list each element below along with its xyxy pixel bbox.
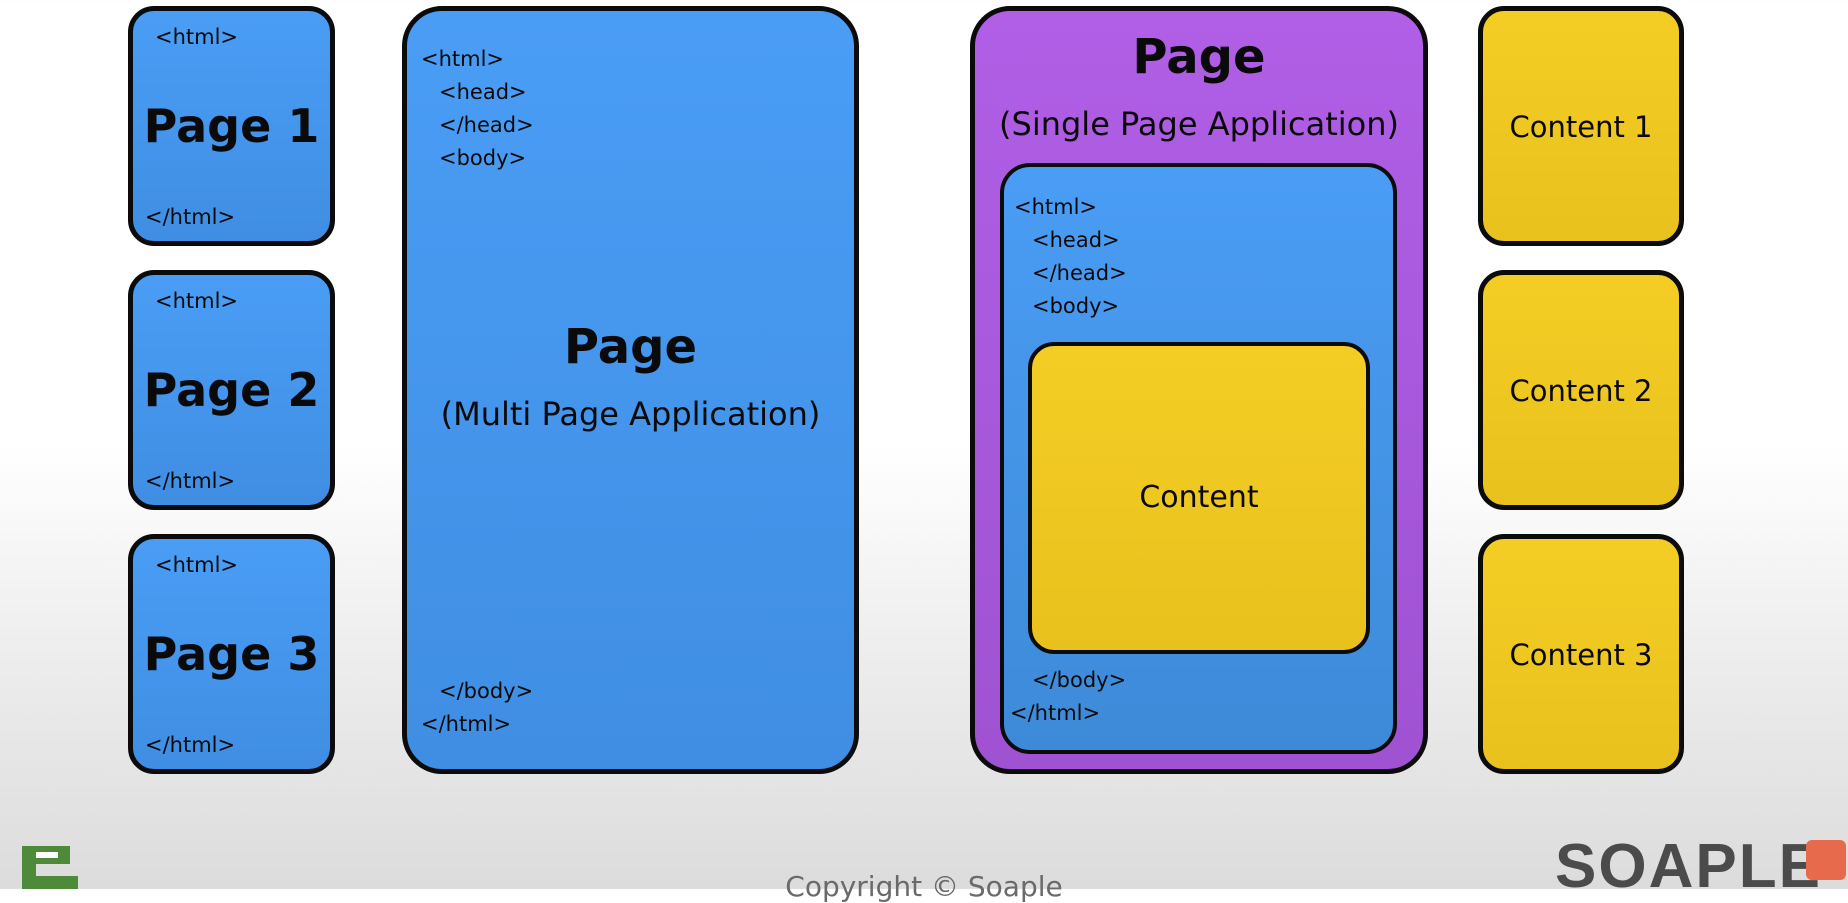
mpa-subtitle: (Multi Page Application) [440,395,821,433]
page-1-title: Page 1 [143,99,320,153]
body-open-tag: <body> [1032,294,1120,318]
spa-subtitle: (Single Page Application) [999,105,1399,143]
spa-content-box: Content [1028,342,1370,654]
html-open-tag: <html> [155,553,239,577]
html-close-tag: </html> [421,712,512,736]
brand-badge-icon [1806,840,1846,880]
soaple-logo-icon [22,846,78,889]
head-close-tag: </head> [439,113,534,137]
html-close-tag: </html> [1010,701,1101,725]
head-close-tag: </head> [1032,261,1127,285]
page-2-title: Page 2 [143,363,320,417]
brand-wordmark: SOAPLE [1555,832,1822,901]
html-open-tag: <html> [155,289,239,313]
body-close-tag: </body> [439,679,534,703]
head-open-tag: <head> [439,80,527,104]
html-open-tag: <html> [155,25,239,49]
content-2-box: Content 2 [1478,270,1684,510]
mpa-title: Page [563,319,698,375]
mpa-page-box: <html> <head> </head> <body> Page (Multi… [402,6,859,774]
html-open-tag: <html> [421,47,505,71]
spa-content-label: Content [1139,480,1259,515]
html-close-tag: </html> [145,733,236,757]
html-close-tag: </html> [145,205,236,229]
html-close-tag: </html> [145,469,236,493]
head-open-tag: <head> [1032,228,1120,252]
spa-page-box: Page (Single Page Application) <html> <h… [970,6,1428,774]
spa-html-document: <html> <head> </head> <body> Content </b… [1000,163,1397,754]
body-open-tag: <body> [439,146,527,170]
content-1-box: Content 1 [1478,6,1684,246]
content-3-label: Content 3 [1509,638,1653,672]
page-3-box: <html> Page 3 </html> [128,534,335,774]
body-close-tag: </body> [1032,668,1127,692]
page-1-box: <html> Page 1 </html> [128,6,335,246]
page-2-box: <html> Page 2 </html> [128,270,335,510]
html-open-tag: <html> [1014,195,1098,219]
content-3-box: Content 3 [1478,534,1684,774]
content-2-label: Content 2 [1509,374,1653,408]
page-3-title: Page 3 [143,627,320,681]
spa-title: Page [1132,29,1266,85]
content-1-label: Content 1 [1509,110,1653,144]
